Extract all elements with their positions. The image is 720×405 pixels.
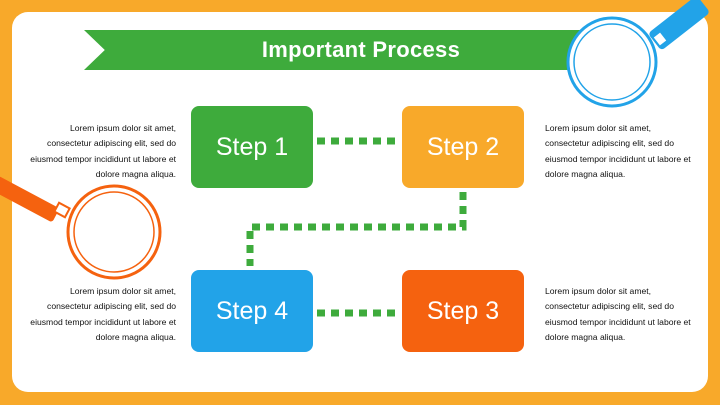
connector-lines <box>246 137 467 317</box>
step-1-box: Step 1 <box>191 106 313 188</box>
page-title: Important Process <box>261 37 461 62</box>
step-3-label: Step 3 <box>426 296 500 325</box>
step-2-box: Step 2 <box>402 106 524 188</box>
step-1-label: Step 1 <box>215 132 289 161</box>
step-2-description: Lorem ipsum dolor sit amet, consectetur … <box>545 123 691 180</box>
step-4-box: Step 4 <box>191 270 313 352</box>
title-banner: Important Process <box>84 30 604 70</box>
magnifying-glass-icon <box>566 0 709 108</box>
step-4-label: Step 4 <box>215 296 289 325</box>
connector-step2-step4 <box>246 192 467 266</box>
step-3-description: Lorem ipsum dolor sit amet, consectetur … <box>545 286 691 343</box>
magnifying-glass-icon <box>0 176 162 280</box>
step-3-box: Step 3 <box>402 270 524 352</box>
step-2-label: Step 2 <box>426 132 500 161</box>
step-1-description: Lorem ipsum dolor sit amet, consectetur … <box>30 123 176 180</box>
step-4-description: Lorem ipsum dolor sit amet, consectetur … <box>30 286 176 343</box>
